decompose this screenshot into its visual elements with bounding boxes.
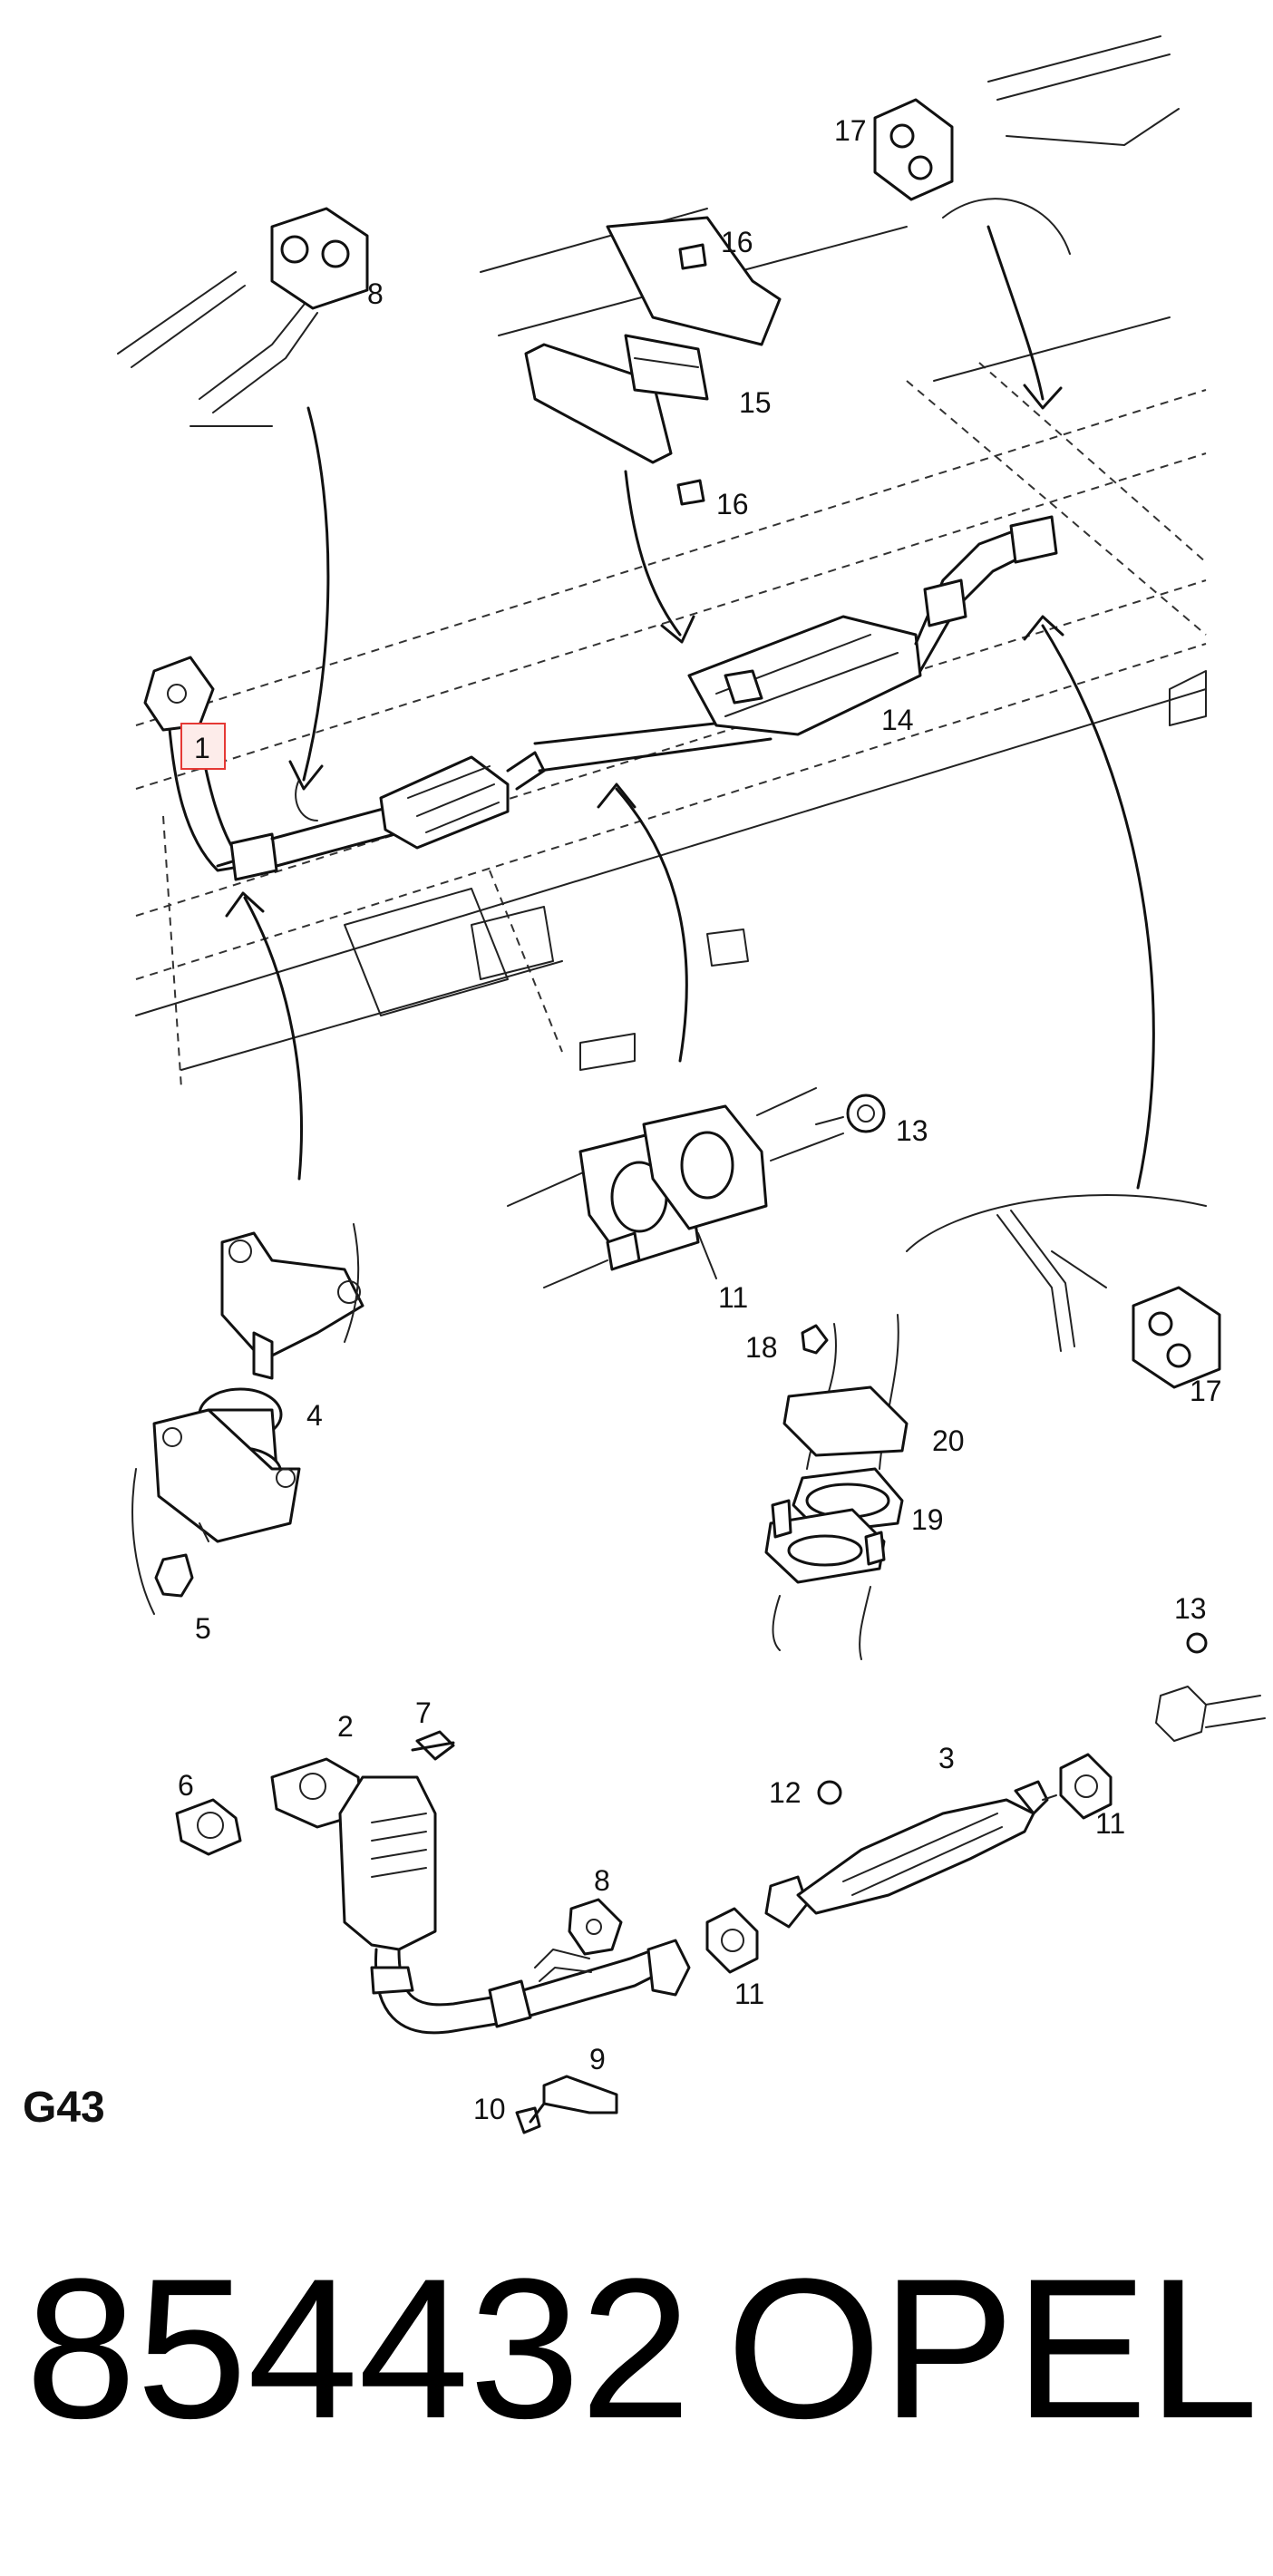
callout-17-right: 17 [1190, 1375, 1222, 1407]
callout-8-top: 8 [367, 277, 384, 310]
callout-1: 1 [194, 732, 210, 764]
callout-13-low: 13 [1174, 1592, 1207, 1625]
callout-14: 14 [881, 704, 914, 736]
callout-10: 10 [473, 2093, 506, 2125]
brand-name: OPEL [726, 2237, 1258, 2460]
flange-detail-11-13 [507, 783, 886, 1288]
exhaust-line [143, 515, 1058, 881]
callout-6: 6 [178, 1769, 194, 1802]
hanger-detail-8 [117, 207, 369, 791]
caption-bar: 854432 OPEL [25, 2240, 1258, 2457]
callout-16-top: 16 [721, 226, 753, 258]
callout-15: 15 [739, 386, 772, 419]
hanger-detail-17-right [906, 615, 1221, 1389]
part-number: 854432 [25, 2237, 692, 2460]
callout-19: 19 [911, 1503, 944, 1536]
callout-11-low-a: 11 [734, 1978, 764, 2010]
callout-4: 4 [306, 1399, 323, 1432]
callout-18: 18 [745, 1331, 778, 1364]
callout-9: 9 [589, 2043, 606, 2075]
vehicle-frame [135, 208, 1207, 1089]
exploded-exhaust [175, 1632, 1266, 2134]
section-code: G43 [23, 2084, 105, 2132]
callout-17-top: 17 [834, 114, 867, 147]
callout-8-bottom: 8 [594, 1864, 610, 1897]
mount-detail-15-16 [524, 216, 782, 644]
callout-13-mid: 13 [896, 1114, 928, 1147]
callout-11-mid: 11 [718, 1281, 748, 1314]
callout-20: 20 [932, 1424, 965, 1457]
callout-2: 2 [337, 1710, 354, 1743]
hanger-detail-17-top [873, 35, 1180, 410]
callout-3: 3 [938, 1742, 955, 1774]
callout-16-low: 16 [716, 488, 749, 520]
callout-11-low-b: 11 [1095, 1807, 1125, 1840]
flange-detail-4-5 [131, 891, 364, 1615]
flange-detail-18-19-20 [764, 1314, 909, 1660]
callout-labels: 1 2 3 4 5 6 7 8 8 9 10 11 11 11 12 13 13… [23, 114, 1222, 2132]
callout-7: 7 [415, 1696, 432, 1729]
highlight-marker [180, 723, 226, 770]
callout-12: 12 [769, 1776, 802, 1809]
callout-5: 5 [195, 1612, 211, 1645]
